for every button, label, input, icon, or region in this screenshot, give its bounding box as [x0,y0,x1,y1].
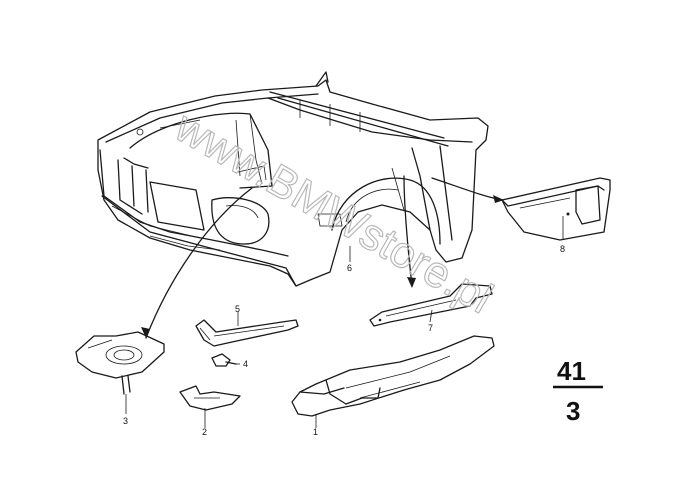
group-code-bottom: 3 [566,396,580,426]
group-code: 41 3 [553,356,603,426]
part-3-tray [75,331,165,395]
callout-5: 5 [235,304,240,314]
callout-6: 6 [347,263,352,273]
leader-lines [141,175,504,339]
part-7-cross-strip [369,283,493,327]
callout-1: 1 [313,427,318,437]
callout-2: 2 [202,427,207,437]
part-4-bolt [211,353,237,367]
callout-3: 3 [123,416,128,426]
part-8-rail-section [501,177,611,241]
part-5-bracket [195,319,299,347]
callout-8: 8 [560,244,565,254]
callout-lines [125,216,564,428]
callout-4: 4 [243,359,248,369]
front-body-assembly [97,71,489,287]
callout-7: 7 [428,323,433,333]
part-1-frame-rail [291,335,495,417]
part-2-bracket [179,385,241,411]
group-code-top: 41 [557,356,586,386]
callout-numbers: 1 2 3 4 5 6 7 8 [123,244,565,437]
